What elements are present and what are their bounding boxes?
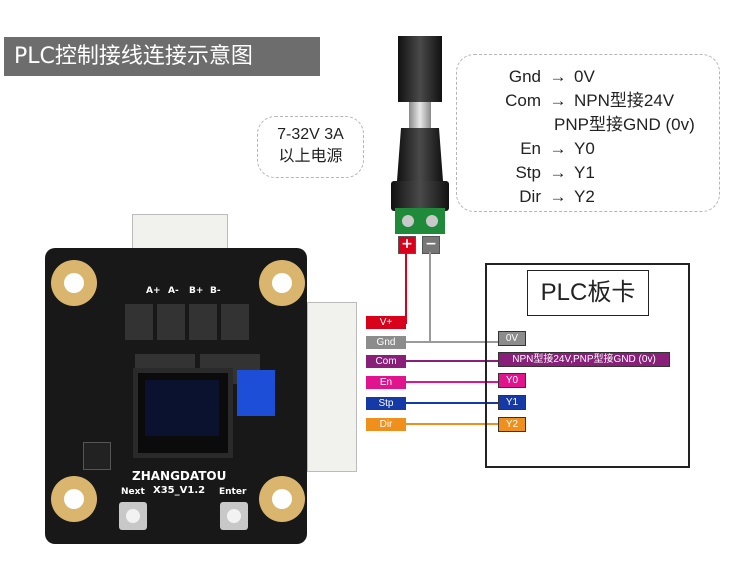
mount-hole-icon bbox=[259, 476, 305, 522]
power-gnd-wire bbox=[429, 252, 431, 342]
io-connector bbox=[307, 302, 357, 472]
wiring-legend: Gnd → 0V Com → NPN型接24V PNP型接GND (0v) En… bbox=[456, 54, 720, 212]
motor-pin-label: B+ bbox=[189, 286, 204, 296]
plc-card bbox=[485, 263, 690, 468]
legend-target: Y0 bbox=[574, 139, 595, 158]
en-wire bbox=[406, 381, 498, 383]
stp-wire bbox=[406, 402, 498, 404]
com-wire bbox=[406, 360, 498, 362]
page-title: PLC控制接线连接示意图 bbox=[4, 37, 320, 76]
enter-button-label: Enter bbox=[219, 487, 247, 497]
signal-label-en: En bbox=[366, 376, 406, 389]
legend-signal: Com bbox=[505, 91, 541, 110]
legend-target: NPN型接24V bbox=[574, 91, 675, 110]
motor-pin-label: B- bbox=[210, 286, 221, 296]
controller-board: A+ A- B+ B- ZHANGDATOU X35_V1.2 Next Ent… bbox=[45, 214, 365, 544]
legend-signal: Gnd bbox=[508, 67, 541, 86]
next-button-label: Next bbox=[121, 487, 145, 497]
enter-button[interactable] bbox=[220, 502, 248, 530]
plc-terminal-y2: Y2 bbox=[498, 417, 526, 432]
gnd-wire bbox=[406, 341, 498, 343]
minus-terminal-icon: − bbox=[422, 236, 440, 254]
plc-terminal-y1: Y1 bbox=[498, 395, 526, 410]
plc-terminal-com: NPN型接24V,PNP型接GND (0v) bbox=[498, 352, 670, 367]
legend-row: Stp → Y1 bbox=[457, 161, 717, 185]
driver-chip bbox=[189, 304, 217, 340]
mount-hole-icon bbox=[51, 476, 97, 522]
plc-terminal-0v: 0V bbox=[498, 331, 526, 346]
legend-row: En → Y0 bbox=[457, 137, 717, 161]
signal-label-stp: Stp bbox=[366, 397, 406, 410]
power-spec-bubble: 7-32V 3A 以上电源 bbox=[257, 116, 364, 178]
mount-hole-icon bbox=[51, 260, 97, 306]
legend-target: Y2 bbox=[574, 187, 595, 206]
legend-target: 0V bbox=[574, 67, 595, 86]
arrow-icon: → bbox=[549, 163, 567, 182]
legend-signal: Stp bbox=[515, 163, 541, 182]
plc-terminal-y0: Y0 bbox=[498, 373, 526, 388]
oled-screen bbox=[145, 380, 219, 436]
plc-title: PLC板卡 bbox=[527, 270, 649, 316]
board-name: ZHANGDATOU bbox=[132, 469, 227, 483]
plus-terminal-icon: + bbox=[398, 236, 416, 254]
motor-pin-label: A+ bbox=[146, 286, 161, 296]
mount-hole-icon bbox=[259, 260, 305, 306]
board-version: X35_V1.2 bbox=[153, 485, 206, 496]
arrow-icon: → bbox=[549, 91, 567, 110]
legend-row: Dir → Y2 bbox=[457, 185, 717, 209]
legend-target: PNP型接GND (0v) bbox=[554, 115, 695, 134]
dc-power-jack bbox=[385, 36, 455, 236]
driver-chip bbox=[125, 304, 153, 340]
signal-label-vplus: V+ bbox=[366, 316, 406, 329]
driver-chip bbox=[157, 304, 185, 340]
legend-signal: Dir bbox=[519, 187, 541, 206]
arrow-icon: → bbox=[549, 187, 567, 206]
legend-row: Com → NPN型接24V bbox=[457, 89, 717, 113]
driver-chip bbox=[221, 304, 249, 340]
power-voltage-text: 7-32V 3A bbox=[277, 126, 344, 143]
arrow-icon: → bbox=[549, 139, 567, 158]
legend-signal: En bbox=[520, 139, 541, 158]
power-note-text: 以上电源 bbox=[278, 148, 343, 165]
pin-header bbox=[83, 442, 111, 470]
signal-label-com: Com bbox=[366, 355, 406, 368]
status-led-block bbox=[237, 370, 275, 416]
dir-wire bbox=[406, 423, 498, 425]
signal-label-gnd: Gnd bbox=[366, 336, 406, 349]
legend-row: Gnd → 0V bbox=[457, 65, 717, 89]
arrow-icon: → bbox=[549, 67, 567, 86]
motor-pin-label: A- bbox=[168, 286, 179, 296]
legend-row: PNP型接GND (0v) bbox=[457, 113, 717, 137]
power-plus-wire bbox=[405, 252, 407, 324]
legend-target: Y1 bbox=[574, 163, 595, 182]
signal-label-dir: Dir bbox=[366, 418, 406, 431]
next-button[interactable] bbox=[119, 502, 147, 530]
